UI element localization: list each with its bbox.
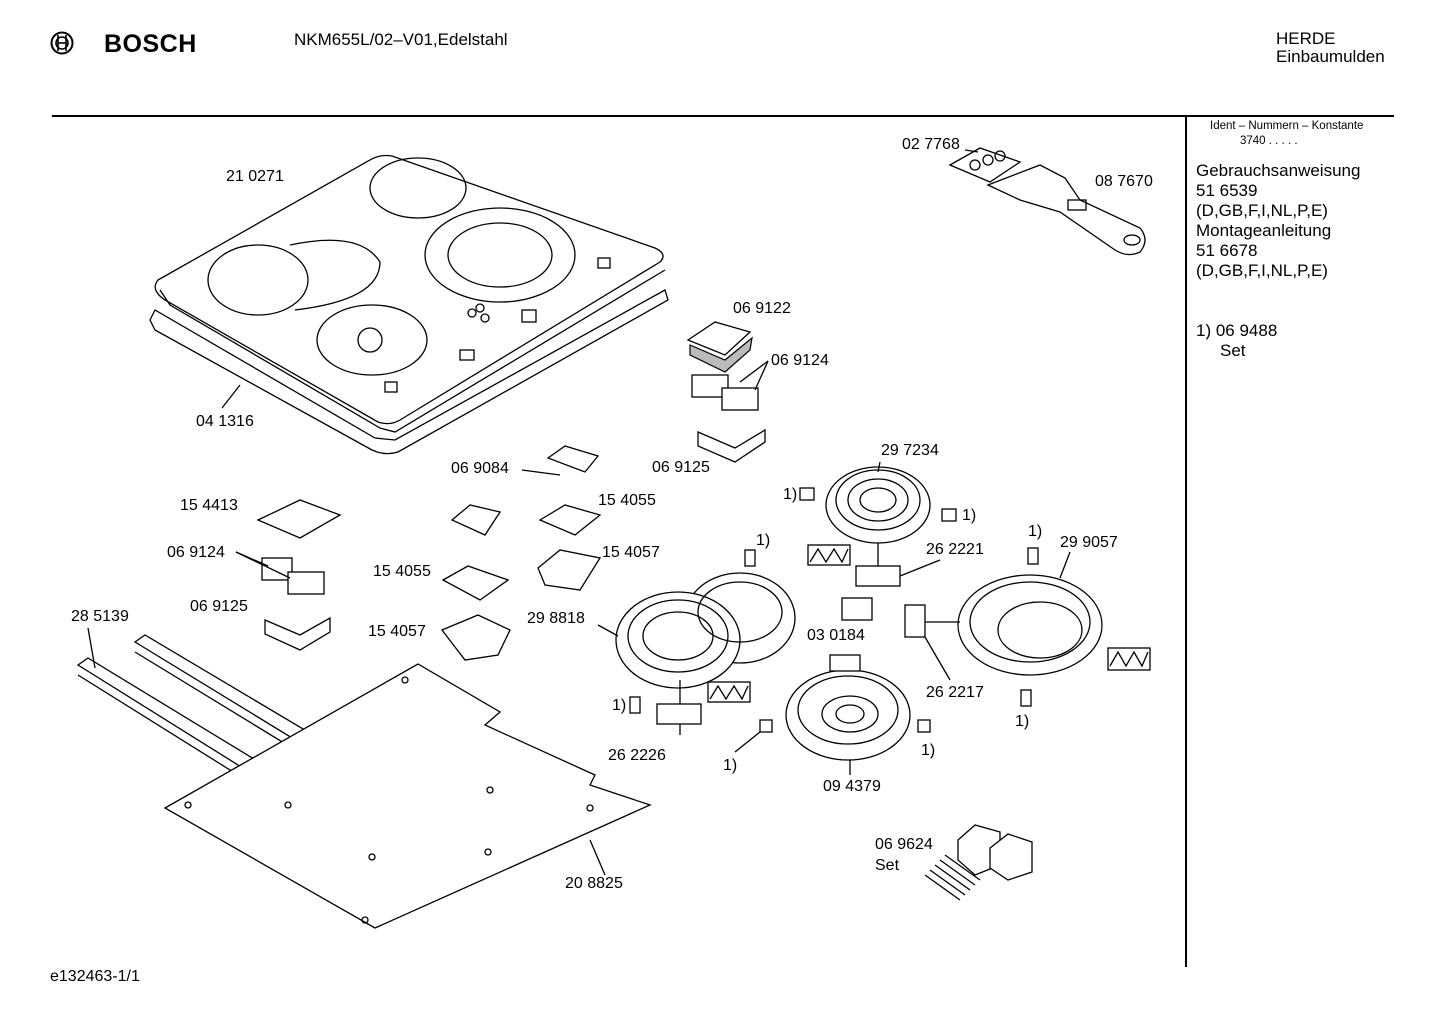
header-divider [52,115,1394,117]
install-title: Montageanleitung [1196,221,1332,240]
part-label-154055-left: 15 4055 [373,563,431,580]
part-label-285139: 28 5139 [71,608,129,625]
brand-name: BOSCH [104,30,197,58]
leader-lines [597,461,1071,775]
note-part: 1) 06 9488 [1196,321,1278,340]
part-label-154057-right: 15 4057 [602,544,660,561]
note-set: Set [1220,341,1246,360]
note-marker: 1) [962,507,977,524]
category-label: HERDE Einbaumulden [1276,30,1385,66]
part-label-041316: 04 1316 [196,413,254,430]
middle-components [440,445,602,661]
note-marker: 1) [723,757,738,774]
switch-030184 [841,597,873,621]
part-label-154413: 15 4413 [180,497,238,514]
ident-heading: Ident – Nummern – Konstante [1210,120,1364,132]
category-line-1: HERDE [1276,29,1336,48]
switch-assembly-top [686,321,766,463]
part-label-030184: 03 0184 [807,627,865,644]
part-label-298818: 29 8818 [527,610,585,627]
category-line-2: Einbaumulden [1276,47,1385,66]
cooktop-frame [149,289,669,455]
note-marker: 1) [756,532,771,549]
manual-number: 51 6539 [1196,181,1258,200]
part-label-297234: 29 7234 [881,442,939,459]
part-label-069624: 06 9624 [875,836,933,853]
part-label-027768: 02 7768 [902,136,960,153]
connector-set [924,824,1033,901]
part-label-262221: 26 2221 [926,541,984,558]
install-number: 51 6678 [1196,241,1258,260]
part-label-262226: 26 2226 [608,747,666,764]
bottom-plate [163,663,652,929]
part-label-210271: 21 0271 [226,168,284,185]
part-label-069125-top: 06 9125 [652,459,710,476]
part-label-069122: 06 9122 [733,300,791,317]
switch-assembly-left [256,499,342,651]
part-label-069124-top: 06 9124 [771,352,829,369]
document-reference: e132463-1/1 [50,968,140,985]
model-title: NKM655L/02–V01,Edelstahl [294,30,508,49]
note-marker: 1) [921,742,936,759]
manual-languages: (D,GB,F,I,NL,P,E) [1196,201,1328,220]
connector-icons [629,487,1039,733]
part-label-208825: 20 8825 [565,875,623,892]
part-label-069124-left: 06 9124 [167,544,225,561]
note-marker: 1) [612,697,627,714]
bosch-logo-icon [50,31,74,55]
part-label-299057: 29 9057 [1060,534,1118,551]
part-label-154055-right: 15 4055 [598,492,656,509]
part-label-262217: 26 2217 [926,684,984,701]
mounting-rails [76,634,332,791]
note-marker: 1) [1015,713,1030,730]
sidebar-divider [1185,115,1187,967]
heating-element-094379 [785,654,911,761]
heating-symbols [707,544,1151,703]
note-marker: 1) [1028,523,1043,540]
cooktop-glass [154,154,666,433]
part-label-069084: 06 9084 [451,460,509,477]
manual-title: Gebrauchsanweisung [1196,161,1361,180]
note-marker: 1) [783,486,798,503]
heating-element-298818 [615,572,796,725]
exploded-diagram [76,147,1151,929]
scraper-tool [948,147,1146,256]
part-label-069125-left: 06 9125 [190,598,248,615]
part-label-set: Set [875,857,900,874]
part-label-154057-left: 15 4057 [368,623,426,640]
ident-code: 3740 . . . . . [1240,135,1298,147]
part-label-087670: 08 7670 [1095,173,1153,190]
heating-element-299057 [904,574,1103,676]
heating-element-297234 [825,466,931,587]
part-label-094379: 09 4379 [823,778,881,795]
install-languages: (D,GB,F,I,NL,P,E) [1196,261,1328,280]
